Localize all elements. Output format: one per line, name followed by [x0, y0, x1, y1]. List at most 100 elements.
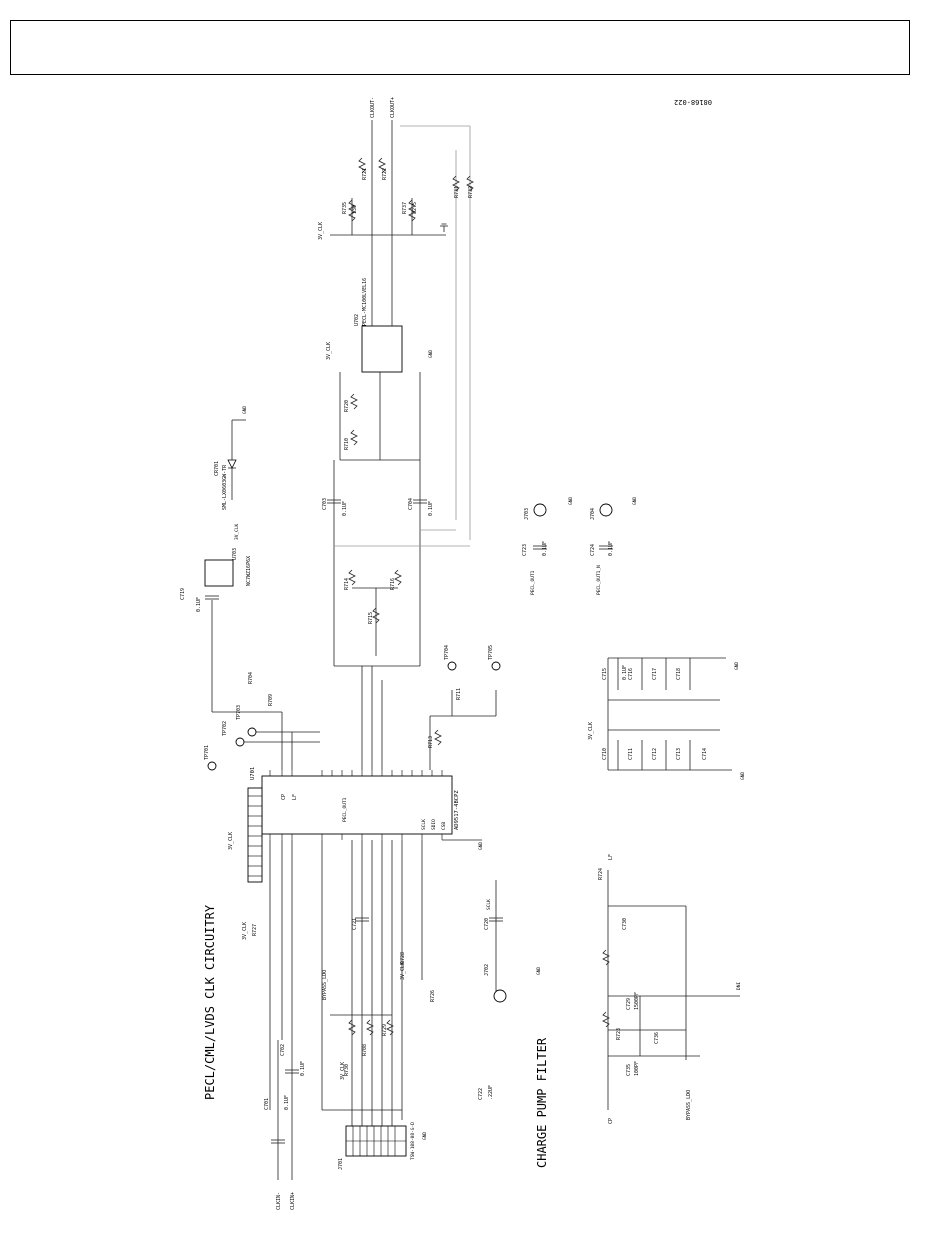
j701-ref: J701: [338, 1158, 344, 1170]
c736-ref: C736: [654, 1032, 660, 1044]
net-clkin-m: CLKIN-: [276, 1192, 282, 1210]
net-pecl-out1: PECL_OUT1: [530, 570, 536, 595]
cr701-led: CR701 SML-LX0603GW-TR GND: [214, 406, 248, 510]
c703-val: 0.1UF: [342, 501, 348, 516]
c720-ref: C720: [484, 918, 490, 930]
c724-ref: C724: [590, 544, 596, 556]
u702-ic: U702 PECL-MC100LVEL16 3V_CLK GND: [326, 278, 434, 373]
component-labels: R735 130 R737 82.5 R721 R722 R731 R732 R…: [180, 168, 708, 1110]
u701-ref: U701: [250, 767, 256, 780]
cp-net: CP: [608, 1118, 614, 1124]
net-gnd-j704: GND: [632, 497, 638, 505]
r721-ref: R721: [362, 168, 368, 180]
u701-pin-csb: CSB: [441, 822, 447, 830]
r704-ref: R727: [252, 924, 258, 936]
r729-ref: R730: [344, 1064, 350, 1076]
r711-ref: R709: [268, 694, 274, 706]
net-clkin-p: CLKIN+: [290, 1192, 296, 1210]
c717-ref: C717: [652, 668, 658, 680]
r715-ref: R715: [368, 612, 374, 624]
c719-ref: C719: [180, 588, 186, 600]
net-gnd-u701: GND: [478, 842, 484, 850]
charge-pump-title: CHARGE PUMP FILTER: [535, 1037, 549, 1168]
bypass-net: BYPASS_LDO: [686, 1090, 692, 1120]
u702-gnd: GND: [428, 350, 434, 358]
r716-ref: R716: [390, 578, 396, 590]
cr701-ref: CR701: [214, 461, 220, 476]
cr701-value: SML-LX0603GW-TR: [222, 464, 228, 510]
c722-val: .22UF: [488, 1085, 494, 1100]
c715-val: 0.1UF: [622, 665, 628, 680]
c716-ref: C716: [628, 668, 634, 680]
resistor-symbols: [348, 157, 610, 1036]
u701-pin-lf: LF: [292, 794, 298, 800]
c721-ref: C721: [352, 918, 358, 930]
r727-ref: R729: [382, 1024, 388, 1036]
dni-note: DNI: [736, 982, 742, 990]
u701-pin-sdio: SDIO: [431, 819, 437, 830]
u703-value: NC7WZ16P6X: [246, 556, 252, 586]
j701-value: TSW-108-08-G-D: [410, 1122, 416, 1160]
u701-pin-cp: CP: [281, 794, 287, 800]
c704-ref: C704: [408, 498, 414, 510]
c701-ref: C701: [264, 1098, 270, 1110]
net-pecl-out1n: PECL_OUT1_N: [596, 565, 602, 595]
r726-ref: R724: [598, 868, 604, 880]
r732-ref: R732: [468, 186, 474, 198]
r737-ref: R737: [402, 202, 408, 214]
u702-value: PECL-MC100LVEL16: [362, 278, 368, 326]
r710-ref: R710: [344, 438, 350, 450]
decouple-gnd1: GND: [734, 662, 740, 670]
r714-ref: R714: [344, 578, 350, 590]
net-sclk: SCLK: [486, 899, 492, 910]
r741-ref: R713: [428, 736, 434, 748]
c713-ref: C713: [676, 748, 682, 760]
tp701-ref: TP701: [204, 745, 210, 760]
net-gnd-header: GND: [422, 1132, 428, 1140]
net-gnd-j702: GND: [536, 967, 542, 975]
c714-ref: C714: [702, 748, 708, 760]
c710-ref: C710: [602, 748, 608, 760]
r731-ref: R731: [454, 186, 460, 198]
r735-val: 130: [352, 205, 358, 214]
net-bypass-ldo: BYPASS_LDO: [322, 970, 328, 1000]
tp704-ref: TP704: [444, 645, 450, 660]
u703-ic: U703 NC7WZ16P6X 3V_CLK: [204, 523, 252, 587]
r735-ref: R735: [342, 202, 348, 214]
c718-ref: C718: [676, 668, 682, 680]
c722-ref: C722: [478, 1088, 484, 1100]
c702-val: 0.1UF: [300, 1061, 306, 1076]
pecl-section-title: PECL/CML/LVDS CLK CIRCUITRY: [203, 904, 217, 1100]
c719-val: 0.1UF: [196, 597, 202, 612]
r728-ref: R708: [362, 1044, 368, 1056]
r737-val: 82.5: [412, 202, 418, 214]
u701-pin-sclk: SCLK: [421, 819, 427, 830]
j703-ref: J703: [524, 508, 530, 520]
j702-ref: J702: [484, 964, 490, 976]
u701-pin-out1: PECL_OUT1: [342, 797, 348, 822]
c735-val: 100PF: [634, 1061, 640, 1076]
doc-number: 08168-022: [674, 98, 712, 106]
c723-ref: C723: [522, 544, 528, 556]
j704-ref: J704: [590, 508, 596, 520]
tp702-ref: TP702: [222, 721, 228, 736]
c701-val: 0.1UF: [284, 1095, 290, 1110]
net-3vclk-pull: 3V_CLK: [340, 1062, 346, 1080]
net-3vclk-term: 3V_CLK: [318, 222, 324, 240]
u701-supply-pins: 3V_CLK: [228, 787, 263, 883]
test-points: [207, 661, 501, 771]
u703-ref: U703: [232, 548, 238, 560]
decoupling-bank: 3V_CLK GND GND: [588, 657, 746, 780]
net-3vclk-spi: 3V_CLK: [400, 962, 406, 980]
cr701-gnd: GND: [242, 406, 248, 414]
c712-ref: C712: [652, 748, 658, 760]
u703-net: 3V_CLK: [234, 523, 240, 540]
capacitor-symbols: [205, 499, 613, 1144]
c715-ref: C715: [602, 668, 608, 680]
decouple-gnd2: GND: [740, 772, 746, 780]
title-block: [10, 20, 910, 75]
tp705-ref: TP705: [488, 645, 494, 660]
c723-val: 0.1UF: [542, 541, 548, 556]
net-clkout-p: CLKOUT+: [390, 97, 396, 118]
